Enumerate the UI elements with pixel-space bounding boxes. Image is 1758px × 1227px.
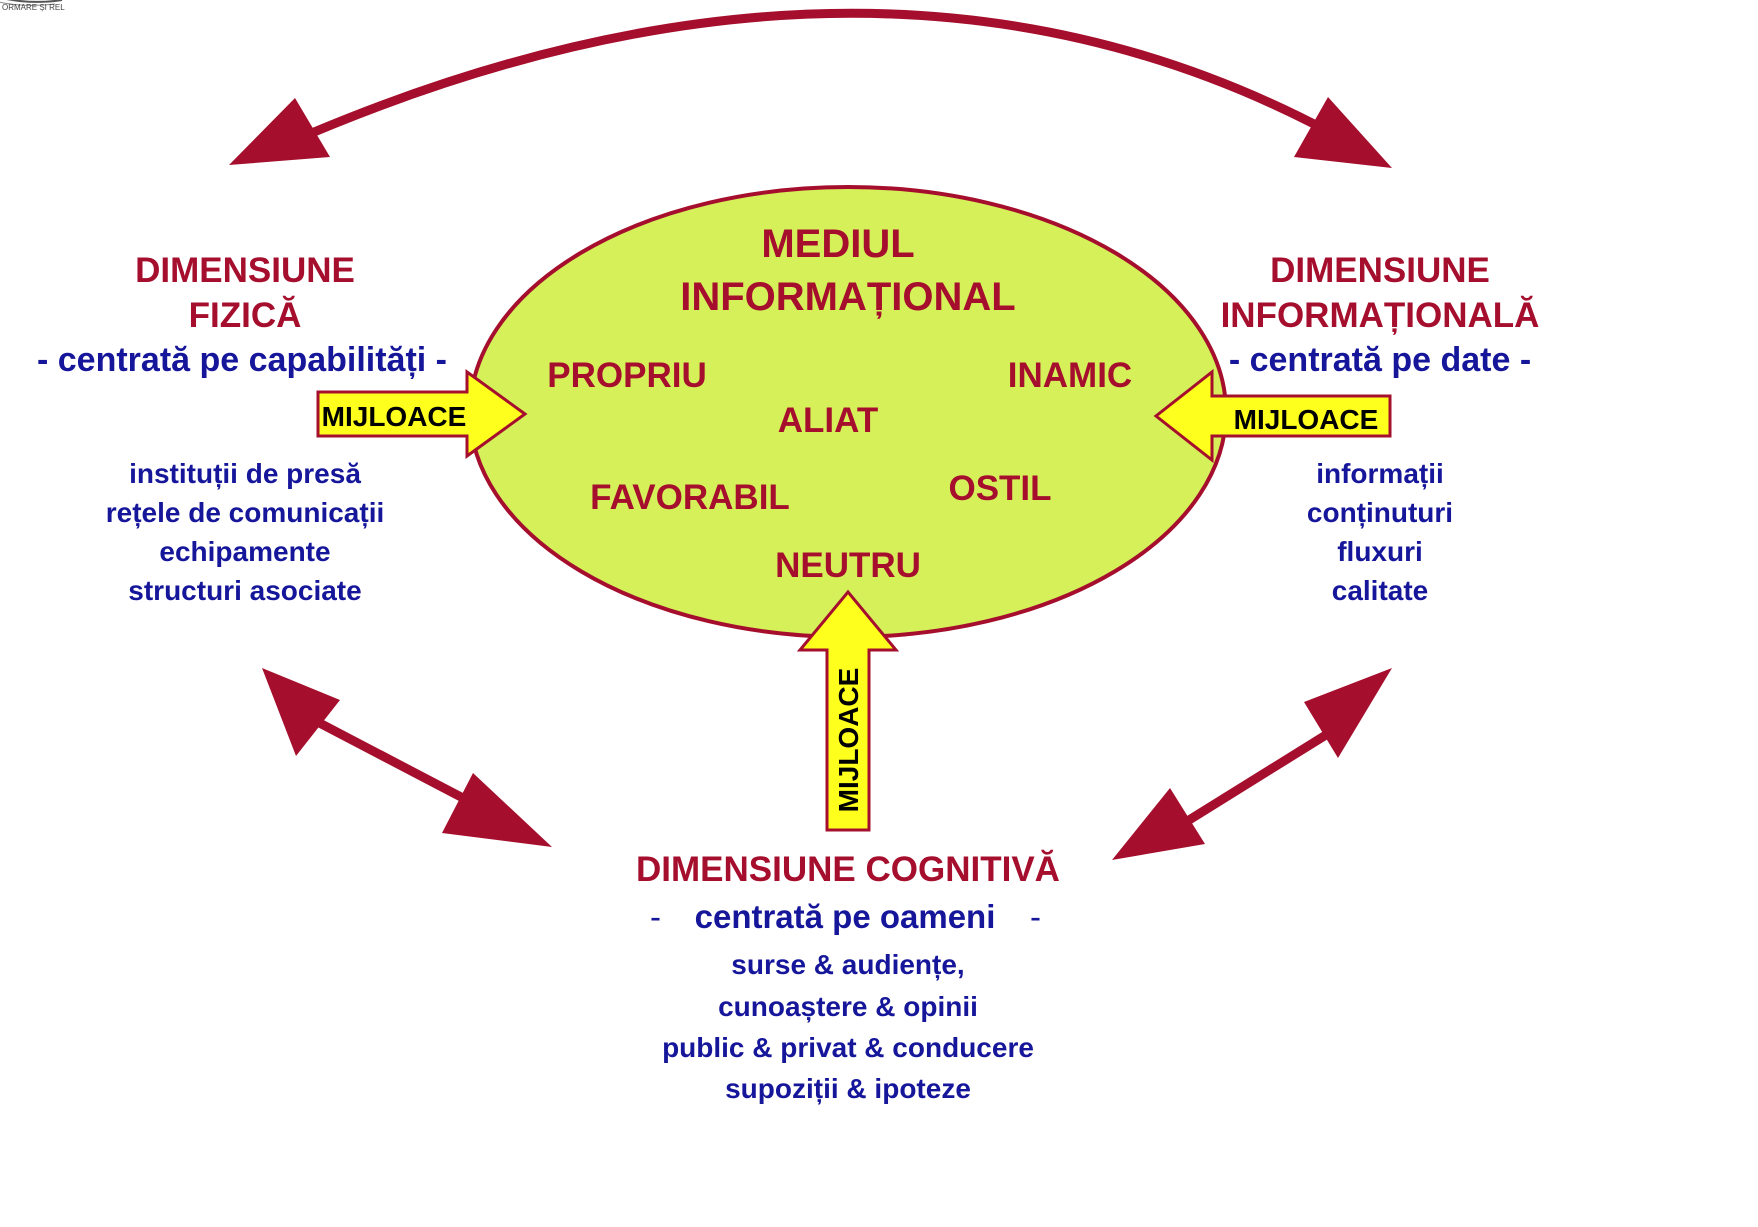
physical-means-arrow: MIJLOACE bbox=[316, 369, 528, 459]
cognitive-focus-dash-right: - bbox=[1030, 898, 1041, 935]
bottom-left-arrowhead-lower bbox=[442, 773, 552, 847]
informational-item-3: fluxuri bbox=[1337, 536, 1423, 567]
actor-aliat: ALIAT bbox=[778, 401, 878, 440]
actor-neutru: NEUTRU bbox=[775, 546, 921, 585]
bottom-right-arrow-line bbox=[1160, 715, 1355, 840]
bottom-left-arrowhead-upper bbox=[262, 668, 340, 756]
bottom-right-arrowhead-upper bbox=[1304, 668, 1392, 758]
top-curved-double-arrow bbox=[229, 8, 1392, 168]
physical-means-arrow-shape bbox=[316, 369, 528, 459]
physical-title-line2: FIZICĂ bbox=[189, 296, 302, 335]
cognitive-means-label: MIJLOACE bbox=[833, 668, 864, 813]
bottom-right-double-arrow bbox=[1112, 668, 1392, 860]
physical-means-label: MIJLOACE bbox=[322, 401, 467, 432]
bottom-left-double-arrow bbox=[262, 668, 552, 847]
top-arc-right-arrowhead bbox=[1294, 97, 1392, 168]
actor-favorabil: FAVORABIL bbox=[590, 478, 790, 517]
actor-propriu: PROPRIU bbox=[547, 356, 706, 395]
center-title-line1: MEDIUL bbox=[761, 222, 914, 266]
physical-item-3: echipamente bbox=[159, 536, 330, 567]
physical-item-1: instituții de presă bbox=[129, 458, 361, 489]
cognitive-means-arrow-shape bbox=[796, 589, 900, 832]
cognitive-means-arrow: MIJLOACE bbox=[796, 589, 900, 832]
actor-ostil: OSTIL bbox=[948, 469, 1051, 508]
cognitive-title: DIMENSIUNE COGNITIVĂ bbox=[636, 850, 1060, 889]
top-arc-left-arrowhead bbox=[229, 98, 330, 165]
informational-item-2: conținuturi bbox=[1307, 497, 1453, 528]
informational-item-1: informații bbox=[1316, 458, 1444, 489]
actor-inamic: INAMIC bbox=[1008, 356, 1132, 395]
cognitive-item-3: public & privat & conducere bbox=[662, 1032, 1034, 1063]
cognitive-focus: centrată pe oameni bbox=[695, 898, 996, 935]
logo-emblem: ORMARE ȘI REL bbox=[0, 0, 65, 12]
top-arc-line bbox=[295, 8, 1340, 143]
informational-focus: - centrată pe date - bbox=[1229, 341, 1531, 379]
cognitive-item-4: supoziții & ipoteze bbox=[725, 1073, 971, 1104]
informational-means-arrow-shape bbox=[1153, 368, 1392, 464]
cognitive-item-2: cunoaștere & opinii bbox=[718, 991, 978, 1022]
informational-item-4: calitate bbox=[1332, 575, 1429, 606]
informational-title-line1: DIMENSIUNE bbox=[1270, 251, 1490, 290]
physical-title-line1: DIMENSIUNE bbox=[135, 251, 355, 290]
informational-means-arrow: MIJLOACE bbox=[1153, 368, 1392, 464]
cognitive-focus-dash-left: - bbox=[650, 898, 661, 935]
physical-item-2: rețele de comunicații bbox=[106, 497, 385, 528]
physical-focus: - centrată pe capabilități - bbox=[37, 341, 447, 379]
logo-text: ORMARE ȘI REL bbox=[2, 3, 65, 12]
bottom-right-arrowhead-lower bbox=[1112, 788, 1205, 860]
cognitive-item-1: surse & audiențe, bbox=[731, 949, 964, 980]
center-title-line2: INFORMAȚIONAL bbox=[680, 275, 1016, 319]
physical-item-4: structuri asociate bbox=[128, 575, 361, 606]
informational-means-label: MIJLOACE bbox=[1234, 404, 1379, 435]
informational-title-line2: INFORMAȚIONALĂ bbox=[1221, 296, 1540, 335]
